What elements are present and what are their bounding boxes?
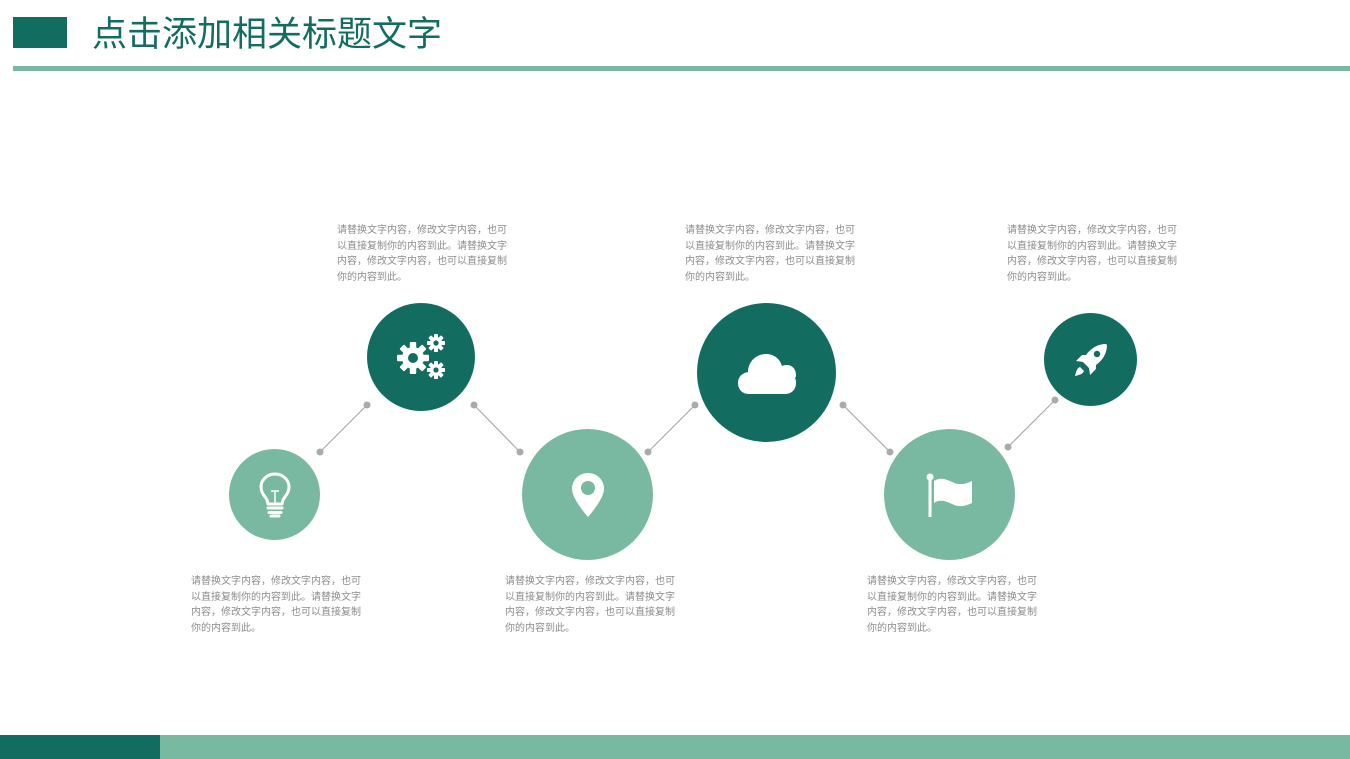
step-5-text[interactable]: 请替换文字内容，修改文字内容，也可以直接复制你的内容到此。请替换文字内容，修改文… — [867, 576, 1037, 634]
step-6-circle[interactable] — [1044, 313, 1137, 406]
step-2-text[interactable]: 请替换文字内容，修改文字内容，也可以直接复制你的内容到此。请替换文字内容，修改文… — [337, 225, 507, 283]
connector-3 — [644, 401, 699, 456]
rocket-icon — [1071, 340, 1111, 380]
map-pin-icon — [571, 472, 605, 518]
connector-2 — [470, 401, 524, 456]
footer-accent — [0, 735, 160, 759]
step-1-text[interactable]: 请替换文字内容，修改文字内容，也可以直接复制你的内容到此。请替换文字内容，修改文… — [191, 576, 361, 634]
cloud-icon — [737, 351, 797, 395]
step-2-circle[interactable] — [367, 303, 475, 411]
step-4-text[interactable]: 请替换文字内容，修改文字内容，也可以直接复制你的内容到此。请替换文字内容，修改文… — [685, 225, 855, 283]
title-divider — [13, 66, 1350, 71]
footer-bar — [0, 735, 1350, 759]
step-3-text[interactable]: 请替换文字内容，修改文字内容，也可以直接复制你的内容到此。请替换文字内容，修改文… — [505, 576, 675, 634]
connector-4 — [839, 401, 894, 456]
page-title[interactable]: 点击添加相关标题文字 — [92, 15, 443, 55]
lightbulb-icon — [258, 471, 292, 519]
step-5-circle[interactable] — [884, 429, 1015, 560]
step-4-circle[interactable] — [697, 303, 836, 442]
connector-5 — [1004, 396, 1059, 451]
step-1-circle[interactable] — [229, 449, 320, 540]
connector-1 — [316, 401, 371, 456]
step-3-circle[interactable] — [522, 429, 653, 560]
title-accent-block — [13, 17, 67, 48]
step-6-text[interactable]: 请替换文字内容，修改文字内容，也可以直接复制你的内容到此。请替换文字内容，修改文… — [1007, 225, 1177, 283]
gears-icon — [396, 334, 446, 380]
flag-icon — [926, 473, 974, 517]
